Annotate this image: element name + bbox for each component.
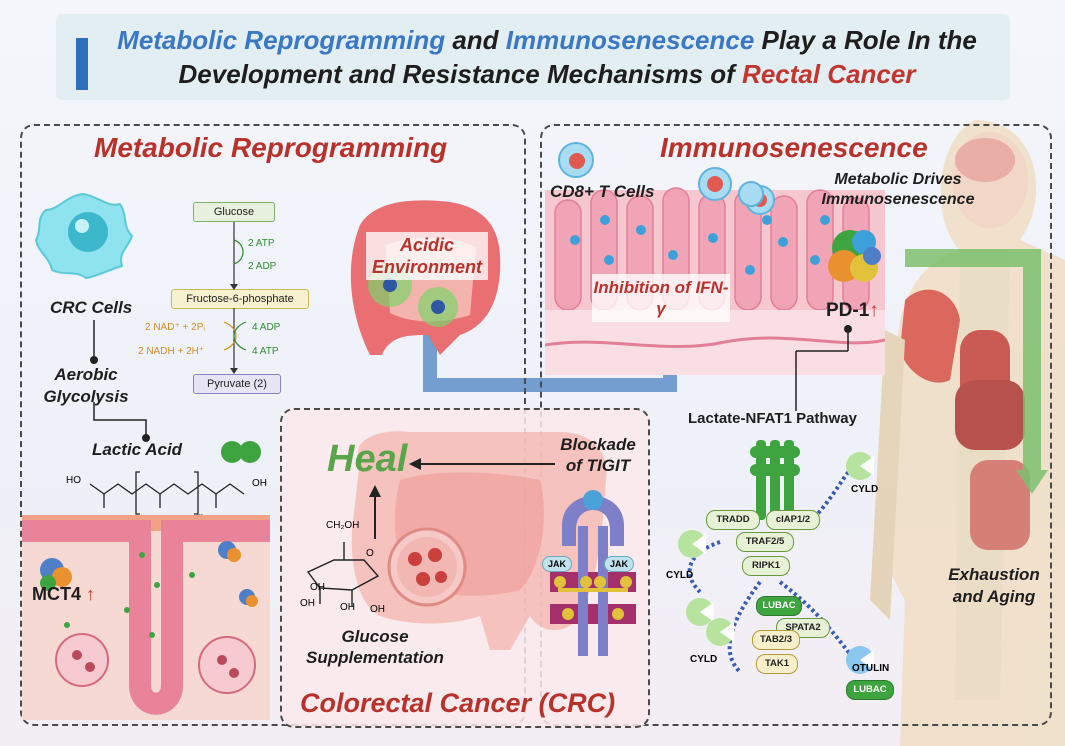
- glucose-up-arrow: [369, 485, 381, 539]
- glycolysis-connector: [90, 320, 150, 442]
- heal-arrows: [409, 458, 555, 470]
- blood-vessel-icon: [387, 527, 467, 607]
- lactate-molecule-icon: [221, 441, 261, 463]
- nad-in-label: 2 NAD⁺ + 2Pᵢ: [145, 322, 205, 333]
- pd1-label: PD-1↑: [826, 300, 879, 321]
- up-arrow-icon: ↑: [86, 584, 96, 604]
- ch2oh-label: CH₂OH: [326, 520, 360, 531]
- crc-cells-label: CRC Cells: [50, 298, 133, 317]
- lubac-pill-1: LUBAC: [756, 596, 802, 616]
- fructose-6-phosphate-box: Fructose-6-phosphate: [171, 289, 309, 309]
- heal-label: Heal: [327, 438, 408, 480]
- jak-right-pill: JAK: [604, 556, 634, 572]
- title-line-1: Metabolic Reprogramming and Immunosenesc…: [117, 25, 977, 55]
- chem-oh-label: OH: [252, 478, 267, 489]
- atp-out-label: 4 ATP: [252, 346, 279, 357]
- tak1-pill: TAK1: [756, 654, 798, 674]
- tnf-signaling-diagram: [678, 440, 874, 674]
- adp-in-label: 4 ADP: [252, 322, 281, 333]
- metabolic-reprogramming-title: Metabolic Reprogramming: [94, 132, 448, 163]
- cyld-label-3: CYLD: [690, 654, 718, 665]
- title-accent-bar: [76, 38, 88, 90]
- up-arrow-icon: ↑: [869, 300, 879, 321]
- glucose-structure: [306, 542, 380, 606]
- mct4-label: MCT4 ↑: [32, 584, 96, 604]
- adp-out-label: 2 ADP: [248, 261, 277, 272]
- intestinal-epithelium-icon: [22, 515, 270, 720]
- nadh-out-label: 2 NADH + 2H⁺: [138, 346, 205, 357]
- tradd-pill: TRADD: [706, 510, 760, 530]
- acidic-environment-label: Acidic Environment: [366, 232, 488, 280]
- glucose-box: Glucose: [193, 202, 275, 222]
- oh-label-2: OH: [340, 602, 355, 613]
- pd1-protein-icon: [828, 230, 881, 282]
- lubac-pill-2: LUBAC: [846, 680, 894, 700]
- oh-label-1: OH: [300, 598, 315, 609]
- polylactic-acid-structure: [89, 471, 245, 515]
- crc-cell-icon: [34, 192, 134, 280]
- cyld-label-1: CYLD: [851, 484, 879, 495]
- lactate-nfat1-label: Lactate-NFAT1 Pathway: [688, 410, 857, 427]
- metabolic-drives-label: Metabolic Drives Immunosenescence: [821, 171, 975, 208]
- ciap-pill: cIAP1/2: [766, 510, 820, 530]
- glucose-supplementation-label: Glucose Supplementation: [306, 627, 444, 667]
- jak-left-pill: JAK: [542, 556, 572, 572]
- body-silhouette-icon: [870, 120, 1065, 746]
- cd8-t-cell-icon: [558, 142, 594, 178]
- title-banner: [56, 14, 1010, 100]
- title-line-2: Development and Resistance Mechanisms of…: [178, 59, 916, 89]
- exhaustion-aging-label: Exhaustion and Aging: [948, 565, 1040, 606]
- glycolysis-arrows: [223, 222, 247, 374]
- oh-label-3: OH: [310, 582, 325, 593]
- ring-o-label: O: [366, 548, 374, 559]
- acidic-colon-icon: [350, 200, 501, 355]
- pd1-connector: [795, 325, 852, 411]
- immunosenescence-title: Immunosenescence: [660, 132, 928, 163]
- pyruvate-box: Pyruvate (2): [193, 374, 281, 394]
- traf-pill: TRAF2/5: [736, 532, 794, 552]
- tab-pill: TAB2/3: [752, 630, 800, 650]
- otulin-label: OTULIN: [852, 663, 890, 674]
- lactic-acid-label: Lactic Acid: [92, 440, 183, 459]
- inhibition-ifn-label: Inhibition of IFN-γ: [592, 274, 730, 322]
- chem-ho-label: HO: [66, 475, 81, 486]
- cd8-t-cells-label: CD8+ T Cells: [550, 182, 655, 201]
- blockade-tigit-label: Blockade of TIGIT: [560, 435, 636, 475]
- tigit-receptor-icon: [550, 490, 636, 656]
- colorectal-cancer-title: Colorectal Cancer (CRC): [300, 688, 616, 718]
- oh-label-4: OH: [370, 604, 385, 615]
- atp-in-label: 2 ATP: [248, 238, 275, 249]
- ripk1-pill: RIPK1: [742, 556, 790, 576]
- cyld-label-2: CYLD: [666, 570, 694, 581]
- aerobic-glycolysis-label: Aerobic Glycolysis: [43, 365, 129, 406]
